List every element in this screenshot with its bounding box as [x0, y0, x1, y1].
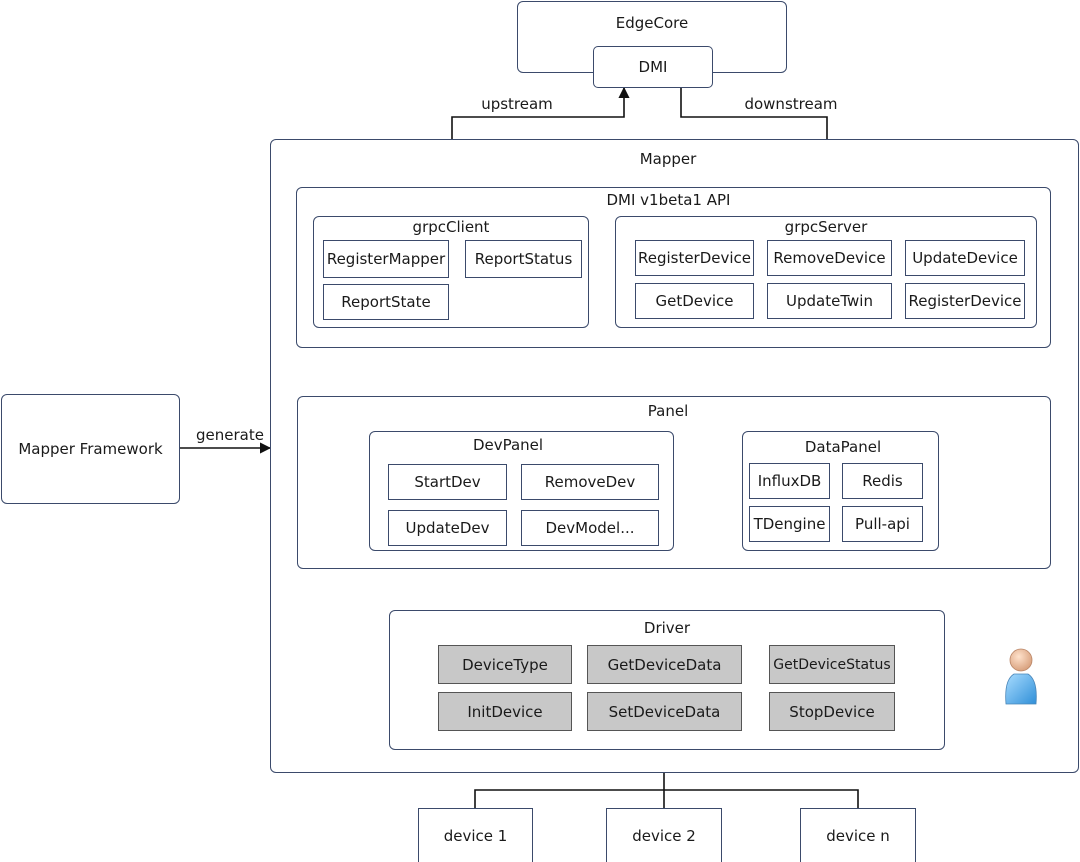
get-device-data-item: GetDeviceData — [587, 645, 742, 684]
devices-bus-line — [474, 789, 859, 808]
grpc-server-title: grpcServer — [784, 218, 868, 236]
stop-device-item: StopDevice — [769, 692, 895, 731]
set-device-data-item: SetDeviceData — [587, 692, 742, 731]
generate-label: generate — [196, 426, 264, 444]
dmi-api-title: DMI v1beta1 API — [606, 191, 731, 209]
device-n-box: device n — [800, 808, 916, 862]
dev-model-item: DevModel... — [521, 510, 659, 546]
device-type-item: DeviceType — [438, 645, 572, 684]
tdengine-item: TDengine — [749, 506, 830, 542]
data-panel-title: DataPanel — [804, 438, 882, 456]
start-dev-item: StartDev — [388, 464, 507, 500]
get-device-method: GetDevice — [635, 283, 754, 319]
downstream-label: downstream — [744, 95, 838, 113]
panel-title: Panel — [647, 402, 689, 420]
upstream-label: upstream — [481, 95, 553, 113]
device-1-box: device 1 — [418, 808, 533, 862]
user-icon — [1005, 648, 1037, 705]
dmi-box: DMI — [593, 46, 713, 88]
grpc-client-title: grpcClient — [412, 218, 490, 236]
pull-api-item: Pull-api — [842, 506, 923, 542]
report-state-method: ReportState — [323, 284, 449, 320]
dev-panel-title: DevPanel — [472, 436, 544, 454]
driver-title: Driver — [643, 619, 691, 637]
get-device-status-item: GetDeviceStatus — [769, 645, 895, 684]
redis-item: Redis — [842, 463, 923, 499]
edgecore-title: EdgeCore — [615, 14, 689, 32]
remove-dev-item: RemoveDev — [521, 464, 659, 500]
influxdb-item: InfluxDB — [749, 463, 830, 499]
mapper-title: Mapper — [639, 150, 697, 168]
init-device-item: InitDevice — [438, 692, 572, 731]
report-status-method: ReportStatus — [465, 240, 582, 278]
register-device-method: RegisterDevice — [635, 240, 754, 276]
register-mapper-method: RegisterMapper — [323, 240, 449, 278]
update-dev-item: UpdateDev — [388, 510, 507, 546]
update-twin-method: UpdateTwin — [767, 283, 892, 319]
remove-device-method: RemoveDevice — [767, 240, 892, 276]
mapper-framework-box: Mapper Framework — [1, 394, 180, 504]
register-device-method-2: RegisterDevice — [905, 283, 1025, 319]
update-device-method: UpdateDevice — [905, 240, 1025, 276]
device-2-box: device 2 — [606, 808, 722, 862]
